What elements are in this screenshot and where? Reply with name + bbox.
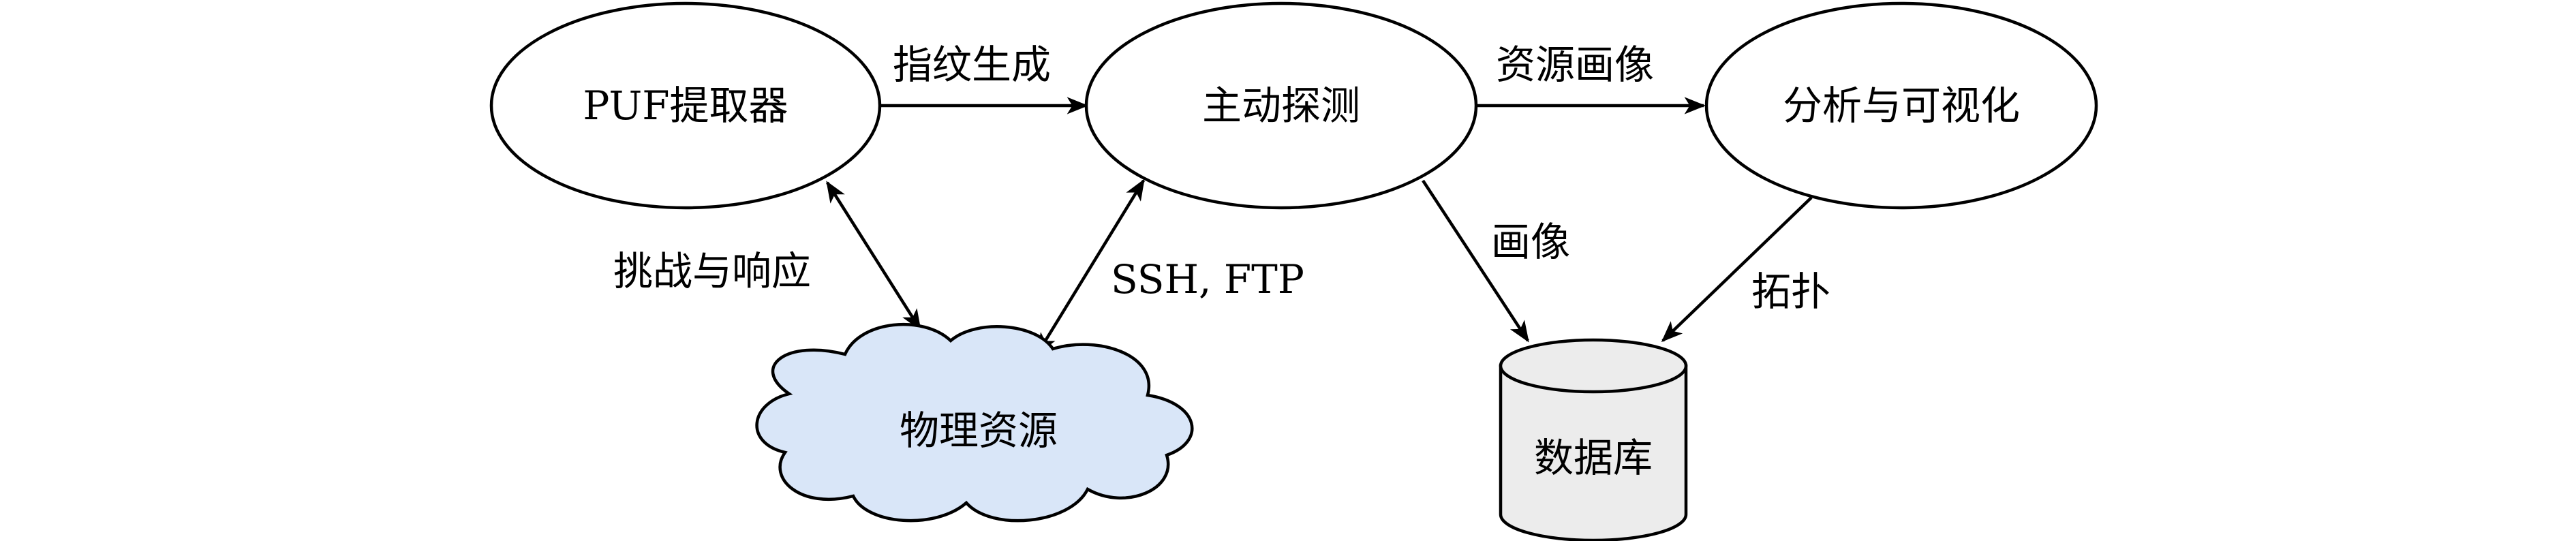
puf-extractor-ellipse: [489, 1, 882, 210]
node-database: 数据库: [1499, 338, 1688, 541]
database-cylinder-top: [1499, 338, 1688, 394]
puf-extractor-label: PUF提取器: [583, 82, 788, 129]
edge-label-analysis-to-database: 拓扑: [1751, 268, 1830, 315]
edge-label-puf-to-probe: 指纹生成: [893, 42, 1051, 88]
edge-label-probe-to-database: 画像: [1491, 219, 1570, 265]
edge-puf-physical: [826, 181, 921, 331]
node-physical-resources: 物理资源: [755, 322, 1194, 523]
active-probe-ellipse: [1084, 1, 1478, 210]
database-label: 数据库: [1534, 435, 1653, 481]
node-analysis-visualization: 分析与可视化: [1704, 1, 2098, 210]
analysis-visualization-ellipse: [1704, 1, 2098, 210]
node-active-probe: 主动探测: [1084, 1, 1478, 210]
edges: [826, 97, 1813, 355]
physical-resources-cloud: [755, 322, 1194, 523]
edge-label-puf-physical: 挑战与响应: [613, 248, 811, 294]
database-cylinder-body: [1499, 364, 1688, 541]
edge-probe-to-database: [1422, 179, 1529, 343]
edge-label-probe-physical: SSH, FTP: [1111, 256, 1304, 303]
edge-analysis-to-database: [1661, 196, 1813, 343]
edge-labels: 指纹生成 资源画像 挑战与响应 SSH, FTP 画像 拓扑: [613, 42, 1830, 315]
physical-resources-label: 物理资源: [900, 407, 1058, 454]
active-probe-label: 主动探测: [1202, 82, 1360, 129]
edge-label-probe-to-analysis: 资源画像: [1496, 42, 1654, 88]
node-puf-extractor: PUF提取器: [489, 1, 882, 210]
edge-probe-physical: [1037, 179, 1145, 355]
analysis-visualization-label: 分析与可视化: [1783, 82, 2020, 129]
